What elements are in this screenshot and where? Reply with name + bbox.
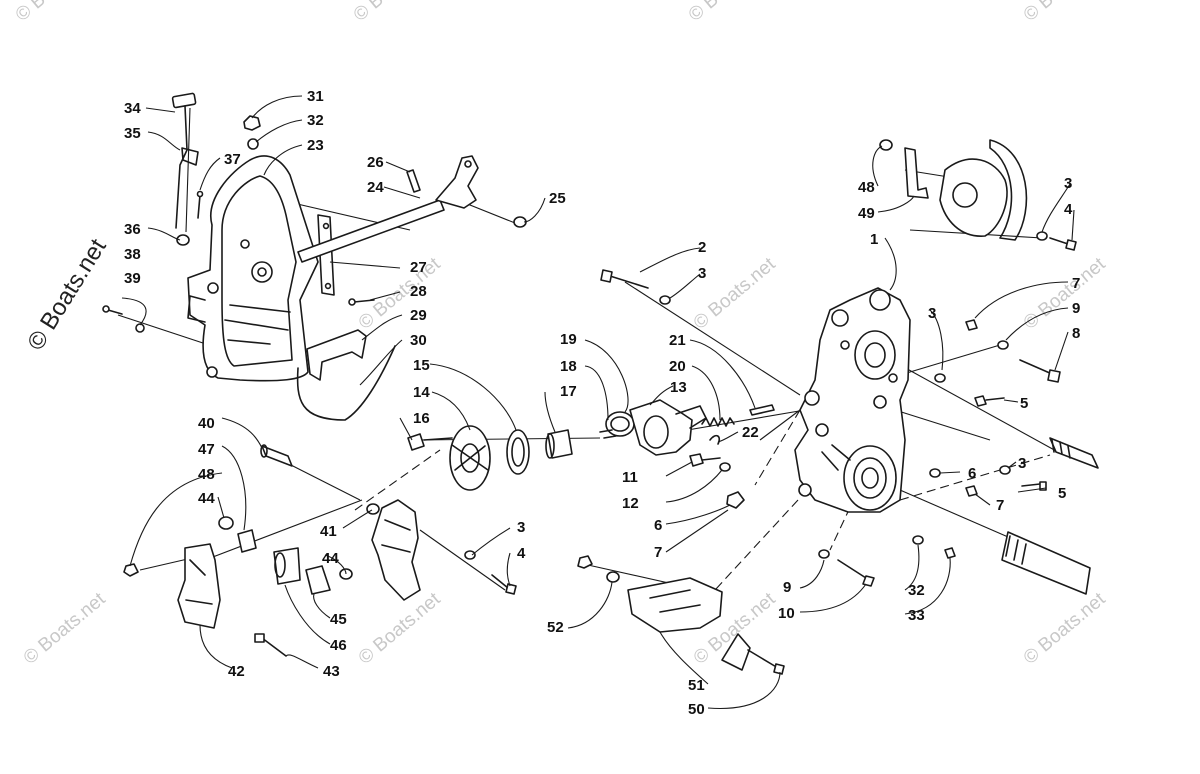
chaincase-cover-assembly — [102, 92, 396, 421]
callout-28: 28 — [410, 283, 427, 300]
callout-24: 24 — [367, 179, 384, 196]
callout-22: 22 — [742, 424, 759, 441]
callout-18: 18 — [560, 358, 577, 375]
callout-6: 6 — [654, 517, 662, 534]
callout-49: 49 — [858, 205, 875, 222]
callout-19: 19 — [560, 331, 577, 348]
callout-42: 42 — [228, 663, 245, 680]
callout-7: 7 — [654, 544, 662, 561]
callout-9: 9 — [783, 579, 791, 596]
watermark-prominent: © Boats.net — [22, 234, 112, 355]
callout-35: 35 — [124, 125, 141, 142]
callout-3: 3 — [517, 519, 525, 536]
callout-29: 29 — [410, 307, 427, 324]
callout-6: 6 — [968, 465, 976, 482]
callout-45: 45 — [330, 611, 347, 628]
callout-16: 16 — [413, 410, 430, 427]
callout-13: 13 — [670, 379, 687, 396]
callout-48: 48 — [858, 179, 875, 196]
callout-20: 20 — [669, 358, 686, 375]
callout-33: 33 — [908, 607, 925, 624]
callout-12: 12 — [622, 495, 639, 512]
callout-7: 7 — [1072, 275, 1080, 292]
callout-44: 44 — [198, 490, 215, 507]
callout-3: 3 — [928, 305, 936, 322]
callout-34: 34 — [124, 100, 141, 117]
callout-3: 3 — [698, 265, 706, 282]
callout-36: 36 — [124, 221, 141, 238]
tensioner-assembly — [123, 444, 517, 657]
callout-44: 44 — [322, 550, 339, 567]
callout-4: 4 — [1064, 201, 1073, 218]
callout-50: 50 — [688, 701, 705, 718]
callout-23: 23 — [307, 137, 324, 154]
callout-41: 41 — [320, 523, 337, 540]
chaincase-housing-assembly — [794, 139, 1099, 595]
callout-39: 39 — [124, 270, 141, 287]
watermark: © Boats.net — [12, 0, 102, 26]
callout-48: 48 — [198, 466, 215, 483]
callout-10: 10 — [778, 605, 795, 622]
watermark: © Boats.net — [1020, 588, 1110, 669]
watermark: © Boats.net — [1020, 253, 1110, 334]
callout-47: 47 — [198, 441, 215, 458]
callout-17: 17 — [560, 383, 577, 400]
callout-5: 5 — [1020, 395, 1028, 412]
watermark: © Boats.net — [355, 588, 445, 669]
callout-1: 1 — [870, 231, 878, 248]
callout-25: 25 — [549, 190, 566, 207]
callout-4: 4 — [517, 545, 526, 562]
callout-31: 31 — [307, 88, 324, 105]
callout-46: 46 — [330, 637, 347, 654]
callout-37: 37 — [224, 151, 241, 168]
callout-26: 26 — [367, 154, 384, 171]
callout-32: 32 — [307, 112, 324, 129]
callout-21: 21 — [669, 332, 686, 349]
callout-labels: 1 2 3 3 3 3 3 4 4 5 5 6 6 7 7 7 8 9 9 10… — [124, 88, 1080, 718]
callout-40: 40 — [198, 415, 215, 432]
callout-2: 2 — [698, 239, 706, 256]
callout-8: 8 — [1072, 325, 1080, 342]
callout-11: 11 — [622, 469, 638, 486]
callout-14: 14 — [413, 384, 430, 401]
watermark: © Boats.net — [1020, 0, 1110, 26]
callout-15: 15 — [413, 357, 430, 374]
callout-3: 3 — [1018, 455, 1026, 472]
watermark: © Boats.net — [685, 0, 775, 26]
callout-3: 3 — [1064, 175, 1072, 192]
center-component-group — [407, 269, 775, 509]
shift-shaft-assembly — [297, 155, 527, 263]
callout-43: 43 — [323, 663, 340, 680]
watermark: © Boats.net — [20, 588, 110, 669]
watermark: © Boats.net — [350, 0, 440, 26]
lower-bracket-assembly — [577, 555, 785, 675]
callout-32: 32 — [908, 582, 925, 599]
callout-7: 7 — [996, 497, 1004, 514]
callout-5: 5 — [1058, 485, 1066, 502]
callout-9: 9 — [1072, 300, 1080, 317]
callout-27: 27 — [410, 259, 427, 276]
callout-51: 51 — [688, 677, 705, 694]
callout-38: 38 — [124, 246, 141, 263]
callout-52: 52 — [547, 619, 564, 636]
leader-lines — [121, 95, 1075, 709]
callout-30: 30 — [410, 332, 427, 349]
